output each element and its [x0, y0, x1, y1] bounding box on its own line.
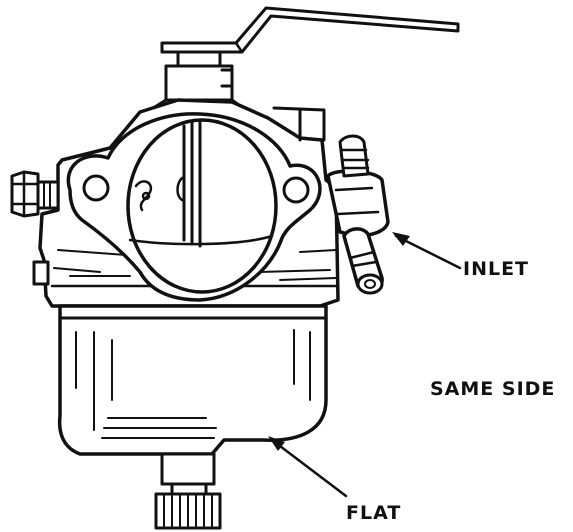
flat-leader-arrow [268, 436, 348, 498]
inlet-leader-arrow [392, 232, 462, 270]
fuel-inlet-fitting [326, 134, 390, 295]
bowl-drain [154, 452, 222, 530]
idle-screw [10, 170, 60, 218]
same-side-label: SAME SIDE [430, 378, 556, 400]
mounting-flange [66, 112, 322, 302]
inlet-label: INLET [463, 258, 530, 280]
throttle-lever [160, 6, 460, 54]
flat-label: FLAT [346, 502, 402, 524]
float-bowl [57, 304, 328, 456]
